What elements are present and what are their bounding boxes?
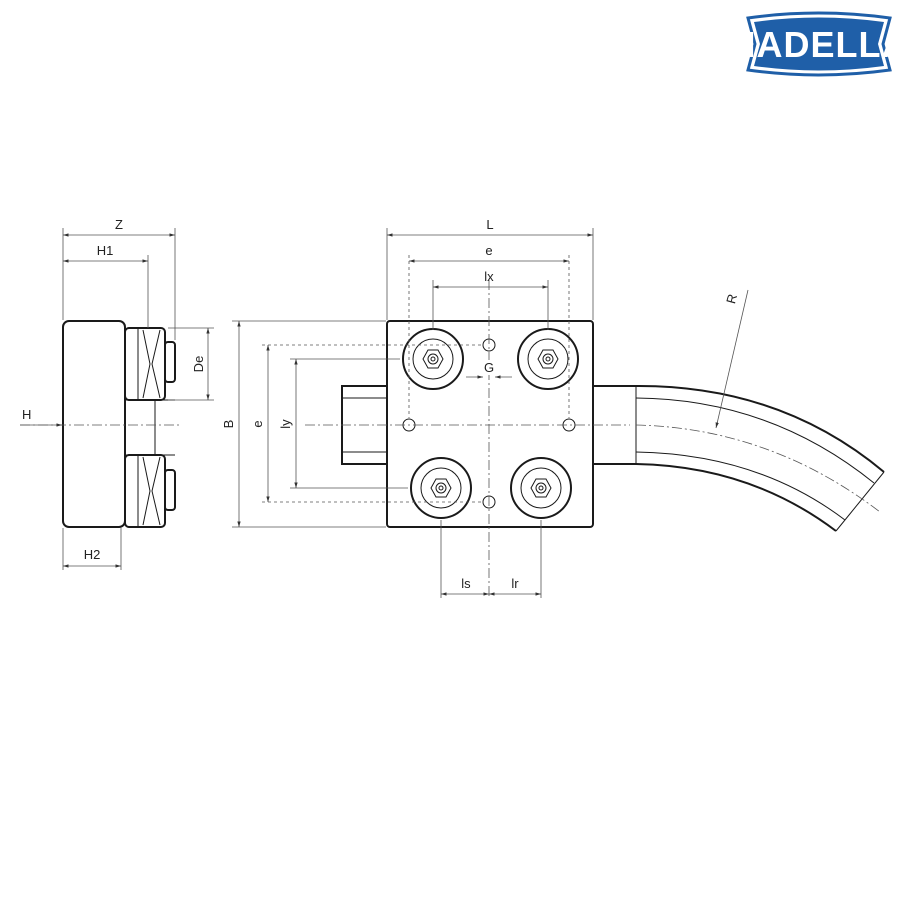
side-view-carriage-body bbox=[62, 320, 126, 528]
label-H1: H1 bbox=[97, 243, 114, 258]
label-lx: lx bbox=[484, 269, 494, 284]
label-R: R bbox=[723, 292, 740, 305]
side-view-upper-nut bbox=[164, 341, 176, 383]
label-B: B bbox=[221, 420, 236, 429]
label-ly: ly bbox=[278, 419, 293, 429]
front-view: R bbox=[221, 217, 885, 598]
nadella-logo: NADELLA bbox=[730, 11, 900, 77]
side-view-lower-nut bbox=[164, 469, 176, 511]
carriage-plate bbox=[386, 320, 594, 528]
label-e-horizontal: e bbox=[485, 243, 492, 258]
label-e-vertical: e bbox=[250, 420, 265, 427]
label-lr: lr bbox=[511, 576, 519, 591]
label-De: De bbox=[191, 356, 206, 373]
logo-wordmark: NADELLA bbox=[730, 24, 900, 65]
label-Z: Z bbox=[115, 217, 123, 232]
label-H: H bbox=[22, 407, 31, 422]
roller-top-left bbox=[402, 328, 464, 390]
roller-bottom-right bbox=[510, 457, 572, 519]
label-ls: ls bbox=[461, 576, 471, 591]
side-view: H Z H1 H2 De bbox=[20, 217, 214, 570]
curved-rail bbox=[593, 384, 885, 532]
label-H2: H2 bbox=[84, 547, 101, 562]
label-L: L bbox=[486, 217, 493, 232]
roller-bottom-left bbox=[410, 457, 472, 519]
label-G: G bbox=[484, 360, 494, 375]
